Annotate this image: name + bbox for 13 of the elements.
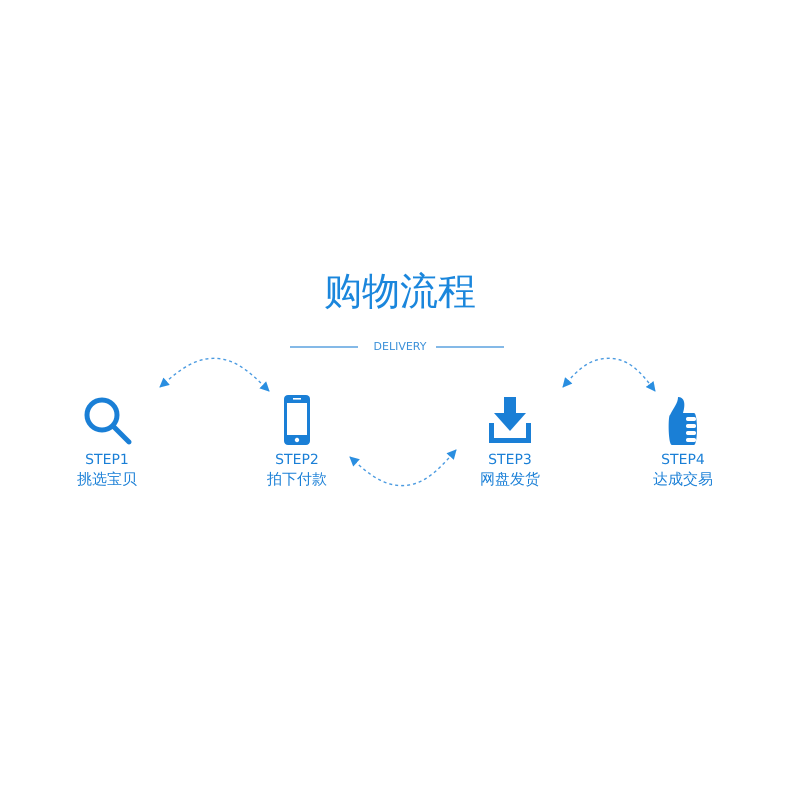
step-label: 拍下付款 bbox=[267, 469, 327, 489]
curved-arrow bbox=[349, 449, 457, 486]
step-label: 挑选宝贝 bbox=[77, 469, 137, 489]
step-number: STEP2 bbox=[275, 451, 319, 469]
step-number: STEP1 bbox=[85, 451, 129, 469]
subtitle: DELIVERY bbox=[372, 339, 428, 355]
step-label: 网盘发货 bbox=[480, 469, 540, 489]
step-number: STEP4 bbox=[661, 451, 705, 469]
title: 购物流程 bbox=[323, 268, 477, 315]
curved-arrow bbox=[562, 358, 656, 392]
step-label: 达成交易 bbox=[653, 469, 713, 489]
curved-arrow bbox=[159, 358, 270, 392]
step-number: STEP3 bbox=[488, 451, 532, 469]
